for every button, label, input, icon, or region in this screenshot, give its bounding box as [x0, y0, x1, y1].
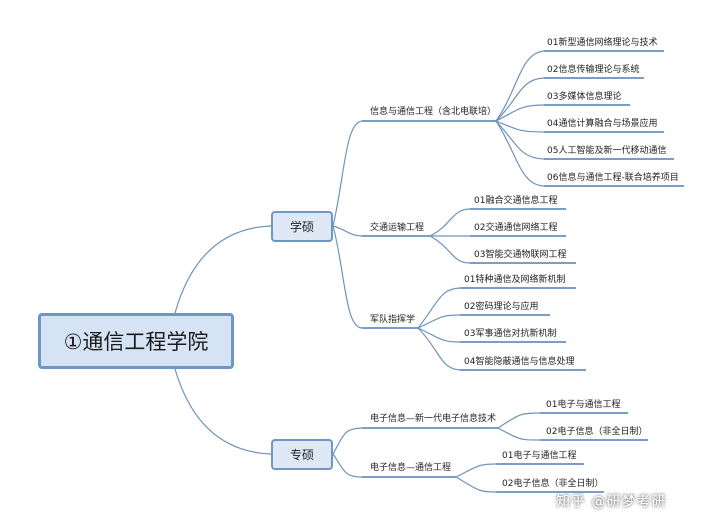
direction-item[interactable]: 01新型通信网络理论与技术: [547, 38, 658, 48]
direction-item[interactable]: 04通信计算融合与场景应用: [547, 119, 658, 129]
edge-xueshuo-junshi: [332, 225, 363, 329]
direction-item[interactable]: 03多媒体信息理论: [547, 92, 622, 102]
watermark: 知乎 @研梦考研: [556, 494, 667, 510]
direction-item[interactable]: 01特种通信及网络新机制: [464, 275, 566, 285]
direction-item[interactable]: 03军事通信对抗新机制: [464, 329, 557, 339]
subject-node[interactable]: 信息与通信工程（含北电联培）: [370, 107, 497, 117]
direction-item[interactable]: 02电子信息（非全日制）: [502, 479, 604, 489]
direction-item[interactable]: 01电子与通信工程: [546, 400, 621, 410]
branch-node-zhuanshuo[interactable]: 专硕: [271, 439, 333, 470]
direction-item[interactable]: 01融合交通信息工程: [474, 196, 558, 206]
direction-item[interactable]: 06信息与通信工程-联合培养项目: [547, 173, 679, 183]
edge-xueshuo-jiaotong: [332, 225, 363, 237]
subject-node[interactable]: 军队指挥学: [370, 315, 416, 325]
direction-item[interactable]: 01电子与通信工程: [502, 451, 577, 461]
direction-item[interactable]: 05人工智能及新一代移动通信: [547, 146, 667, 156]
edge-zhuanshuo-xinyidai: [332, 427, 363, 455]
direction-item[interactable]: 02电子信息（非全日制）: [546, 427, 648, 437]
subject-node[interactable]: 电子信息—通信工程: [370, 463, 452, 473]
edge-zhuanshuo-tongxin: [332, 453, 363, 478]
direction-item[interactable]: 02信息传输理论与系统: [547, 65, 640, 75]
direction-item[interactable]: 02交通通信网络工程: [474, 223, 558, 233]
edge-root-zhuanshuo: [174, 368, 272, 455]
subject-node[interactable]: 电子信息—新一代电子信息技术: [370, 414, 497, 424]
subject-node[interactable]: 交通运输工程: [370, 223, 425, 233]
branch-node-xueshuo[interactable]: 学硕: [271, 211, 333, 242]
direction-item[interactable]: 04智能隐蔽通信与信息处理: [464, 357, 575, 367]
root-node[interactable]: ①通信工程学院: [38, 313, 234, 369]
direction-item[interactable]: 03智能交通物联网工程: [474, 250, 567, 260]
edge-xueshuo-xinxi: [332, 120, 363, 227]
direction-item[interactable]: 02密码理论与应用: [464, 302, 539, 312]
edge-root-xueshuo: [174, 225, 272, 314]
